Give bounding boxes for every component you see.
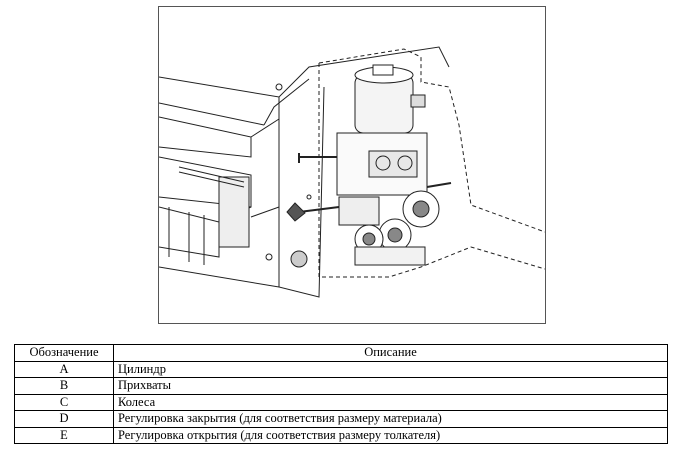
table-row: C Колеса — [14, 393, 668, 411]
row-designation: C — [14, 393, 114, 411]
row-description: Регулировка открытия (для соответствия р… — [113, 426, 668, 444]
row-description: Регулировка закрытия (для соответствия р… — [113, 410, 668, 428]
row-designation: E — [14, 426, 114, 444]
table-row: B Прихваты — [14, 377, 668, 395]
row-designation: A — [14, 360, 114, 378]
clamp-assembly — [286, 132, 452, 226]
cylinder — [354, 64, 426, 134]
wheels — [354, 190, 440, 266]
table-row: D Регулировка закрытия (для соответствия… — [14, 410, 668, 428]
technical-illustration — [158, 6, 546, 324]
row-designation: D — [14, 410, 114, 428]
machine-drawing — [159, 46, 545, 298]
table-row: A Цилиндр — [14, 360, 668, 378]
row-description: Колеса — [113, 393, 668, 411]
machine-body — [159, 46, 450, 298]
adjustment-knob — [290, 250, 308, 268]
row-description: Цилиндр — [113, 360, 668, 378]
row-designation: B — [14, 377, 114, 395]
row-description: Прихваты — [113, 377, 668, 395]
header-designation: Обозначение — [14, 344, 114, 362]
table-row: E Регулировка открытия (для соответствия… — [14, 426, 668, 444]
legend-table-header: Обозначение Описание — [14, 344, 668, 362]
header-description: Описание — [113, 344, 668, 362]
legend-table: Обозначение Описание A Цилиндр B Прихват… — [14, 344, 668, 444]
